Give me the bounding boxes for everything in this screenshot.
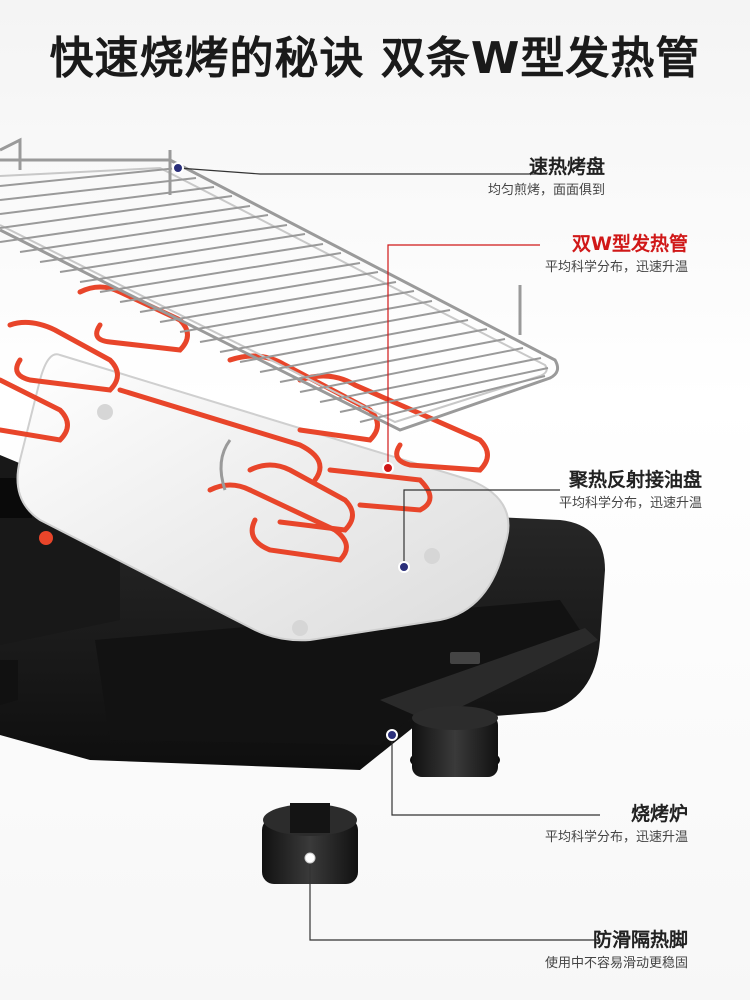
grill-rack [0,137,560,491]
callout-dots [172,162,410,864]
callout-heading: 烧烤炉 [630,803,688,825]
callout-feet: 防滑隔热脚 使用中不容易滑动更稳固 [545,928,688,974]
callout-grill-body: 烧烤炉 平均科学分布，迅速升温 [545,802,688,848]
callout-subtext: 平均科学分布，迅速升温 [544,260,688,275]
callout-grill-rack: 速热烤盘 均匀煎烤，面面俱到 [488,155,605,201]
dot-rack [172,162,184,174]
callout-subtext: 均匀煎烤，面面俱到 [487,183,605,198]
callout-heading: 速热烤盘 [528,156,605,178]
callout-subtext: 平均科学分布，迅速升温 [558,496,702,511]
dot-body [386,729,398,741]
callout-heading: 双W型发热管 [572,233,688,255]
callout-heading: 聚热反射接油盘 [568,469,702,491]
dot-tray [398,561,410,573]
callout-oil-tray: 聚热反射接油盘 平均科学分布，迅速升温 [559,468,702,514]
callout-heading: 防滑隔热脚 [592,929,688,951]
dot-coil [382,462,394,474]
callout-subtext: 使用中不容易滑动更稳固 [544,956,688,971]
callout-leaders [177,167,600,941]
dot-foot [304,852,316,864]
callout-heating-tube: 双W型发热管 平均科学分布，迅速升温 [545,232,688,278]
page-title: 快速烧烤的秘诀 双条W型发热管 [49,33,701,84]
callout-subtext: 平均科学分布，迅速升温 [544,830,688,845]
feet [0,660,500,884]
